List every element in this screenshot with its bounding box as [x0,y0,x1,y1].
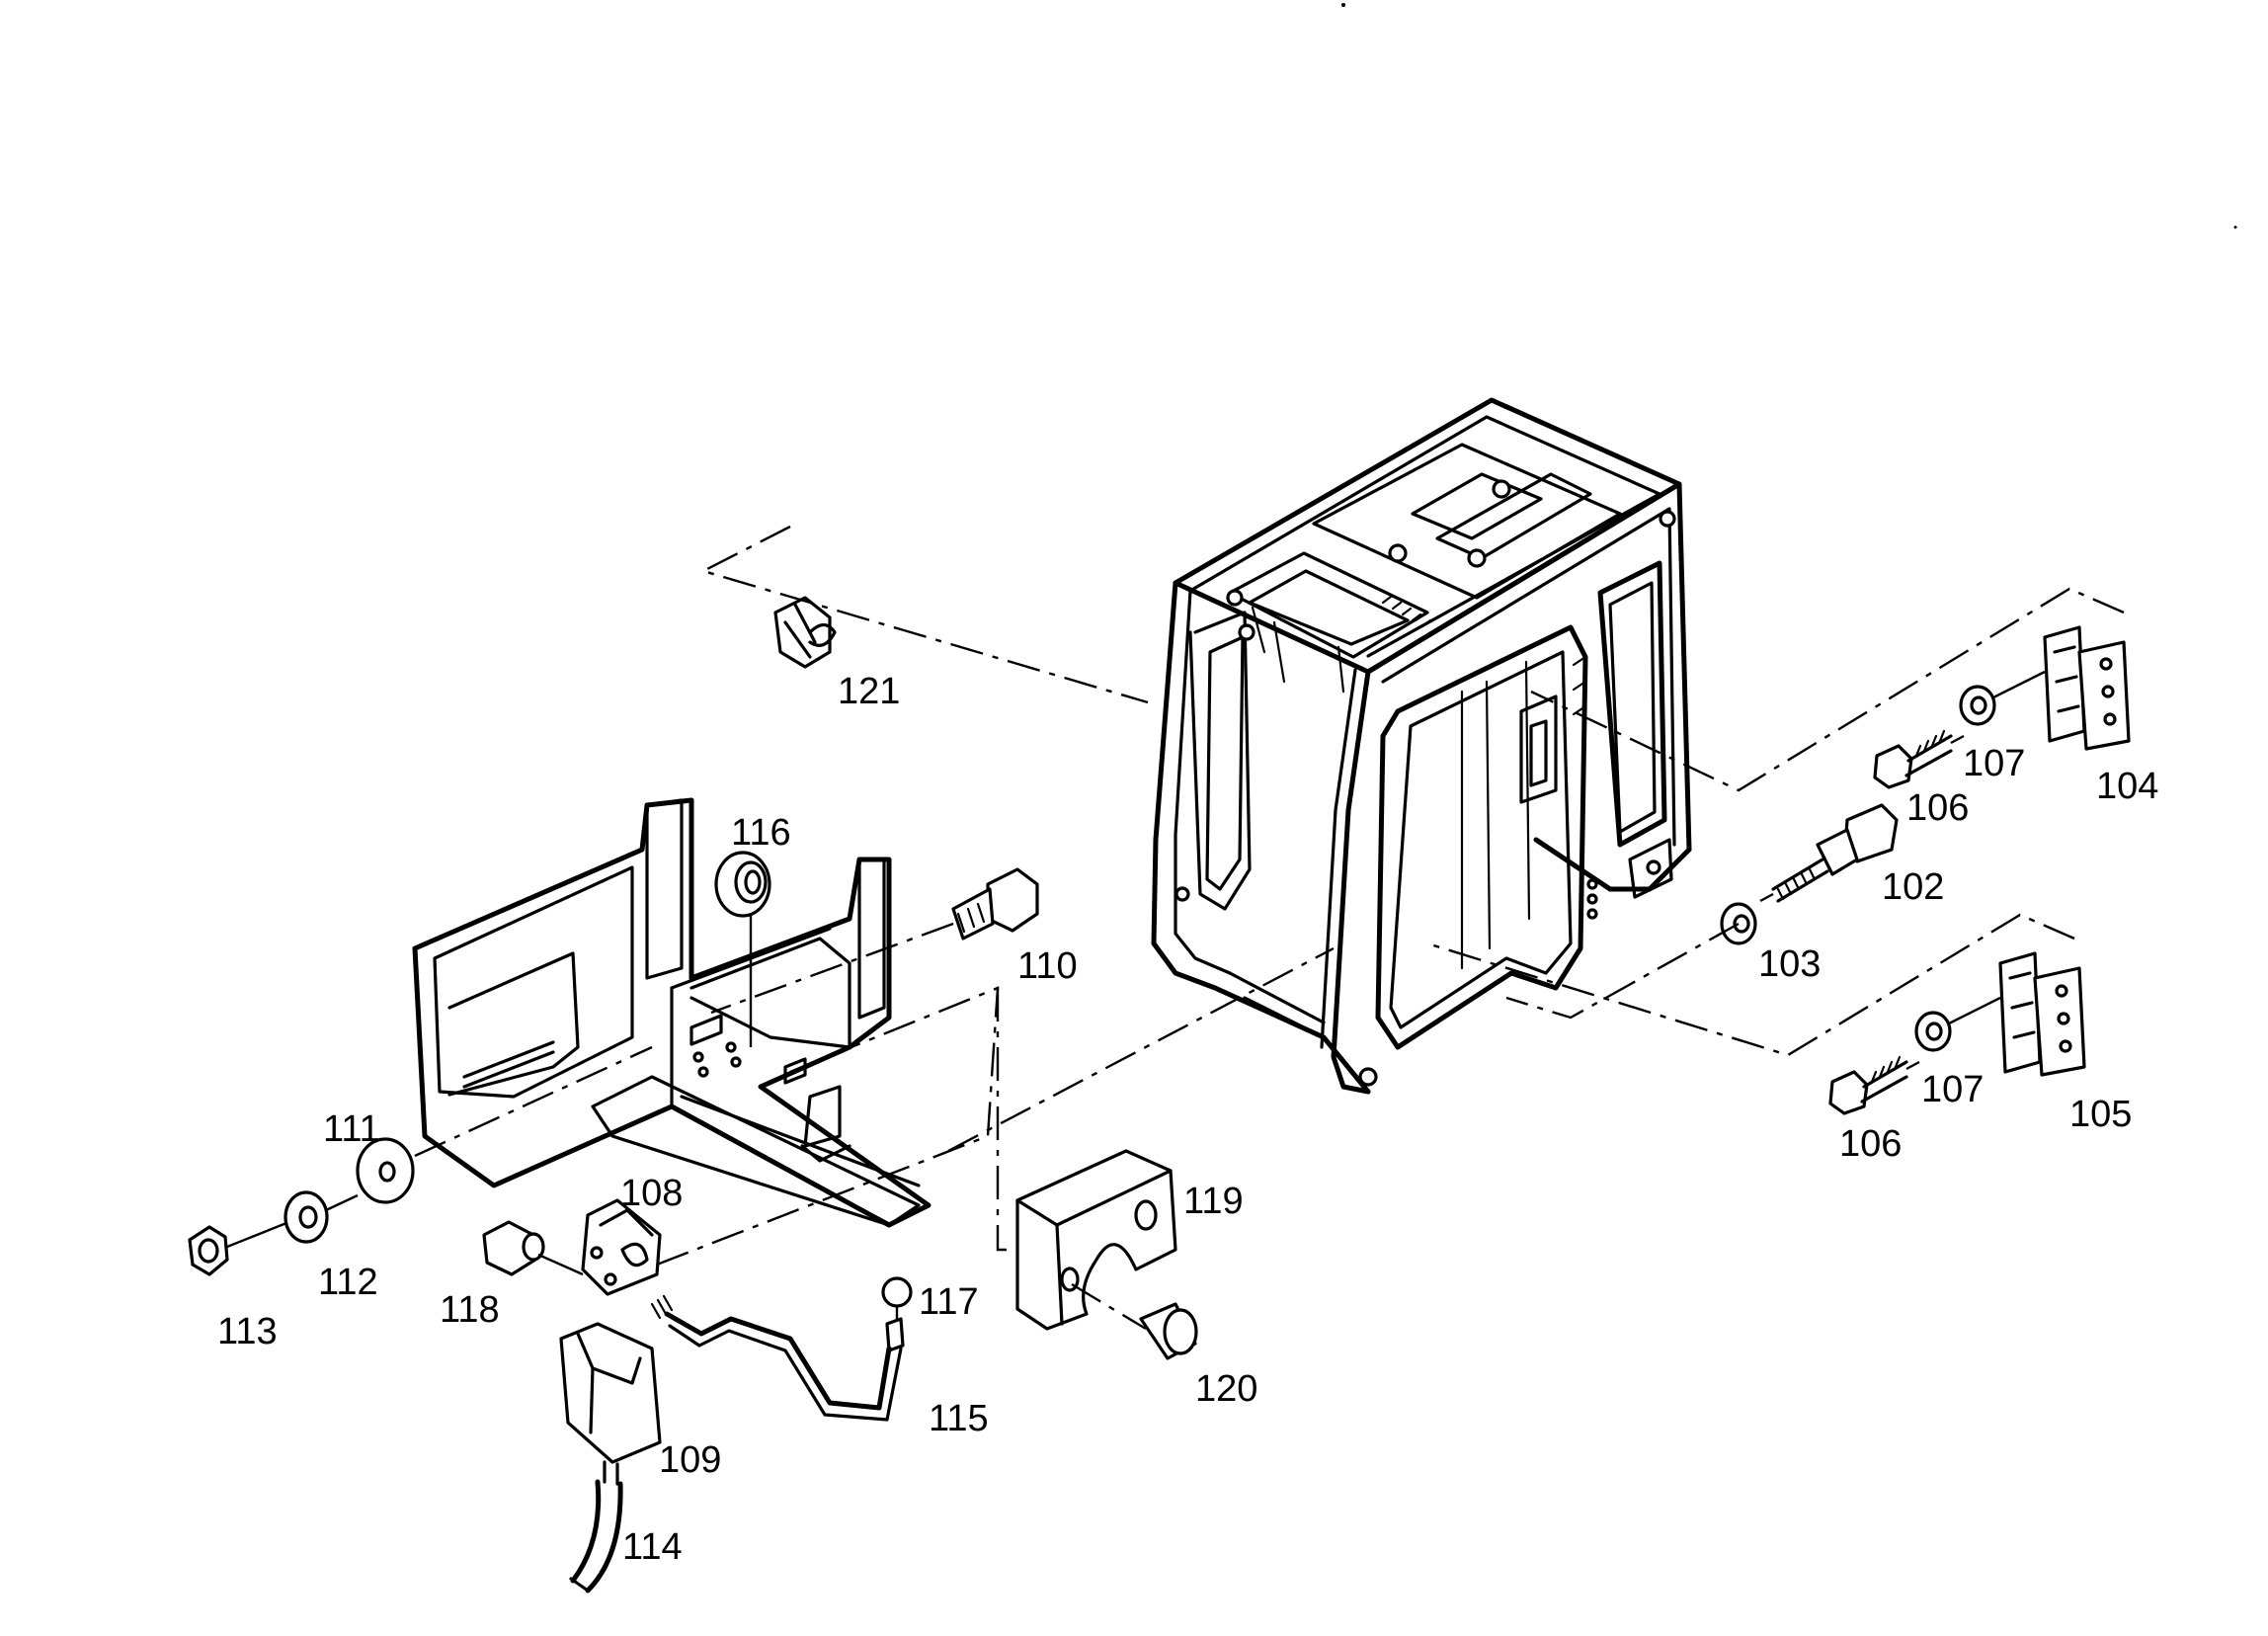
label-110: 110 [1017,945,1078,987]
label-116: 116 [731,812,791,854]
stray-mark [1341,3,1345,7]
bolt-106b [1828,1055,1908,1115]
label-113: 113 [217,1311,278,1352]
nut-113 [188,1225,229,1276]
washer-112 [284,1190,329,1244]
pipe-115 [650,1294,905,1422]
cap-117 [881,1276,913,1308]
label-107a: 107 [1963,743,2025,784]
part-labels: 102 103 104 105 106 106 107 107 108 109 … [217,671,2158,1568]
label-121: 121 [838,671,900,712]
label-104: 104 [2096,766,2158,807]
bracket-108 [581,1198,662,1296]
label-119: 119 [1183,1181,1244,1222]
label-103: 103 [1758,943,1821,985]
hinge-105 [1998,951,2086,1077]
label-118: 118 [440,1289,500,1331]
label-107b: 107 [1921,1069,1984,1110]
bolt-106a [1873,729,1953,789]
label-109: 109 [659,1439,721,1481]
nut-118 [482,1220,545,1276]
hose-114 [569,1479,623,1594]
label-102: 102 [1882,866,1944,908]
plug-110 [951,867,1039,941]
label-105: 105 [2069,1094,2132,1135]
label-120: 120 [1195,1368,1257,1410]
washer-107a [1959,685,1996,726]
cover-109 [559,1322,662,1486]
stray-mark [2233,225,2237,229]
label-115: 115 [929,1398,989,1439]
leader-lines [226,525,2125,1331]
label-114: 114 [622,1526,683,1568]
rear-panel [412,797,932,1228]
block-119 [1015,1149,1177,1331]
label-106a: 106 [1906,787,1969,829]
grommet-121 [773,596,837,669]
washer-111 [356,1137,415,1204]
grommet-116 [714,851,771,918]
cab-frame [1151,397,1692,1095]
hinge-104 [2043,625,2131,751]
washer-107b [1914,1011,1952,1052]
label-106b: 106 [1839,1123,1902,1165]
label-111: 111 [323,1108,380,1150]
bolt-102 [1771,803,1899,903]
label-108: 108 [620,1173,683,1214]
label-112: 112 [318,1262,378,1303]
label-117: 117 [919,1281,979,1323]
pin-120 [1139,1302,1198,1360]
